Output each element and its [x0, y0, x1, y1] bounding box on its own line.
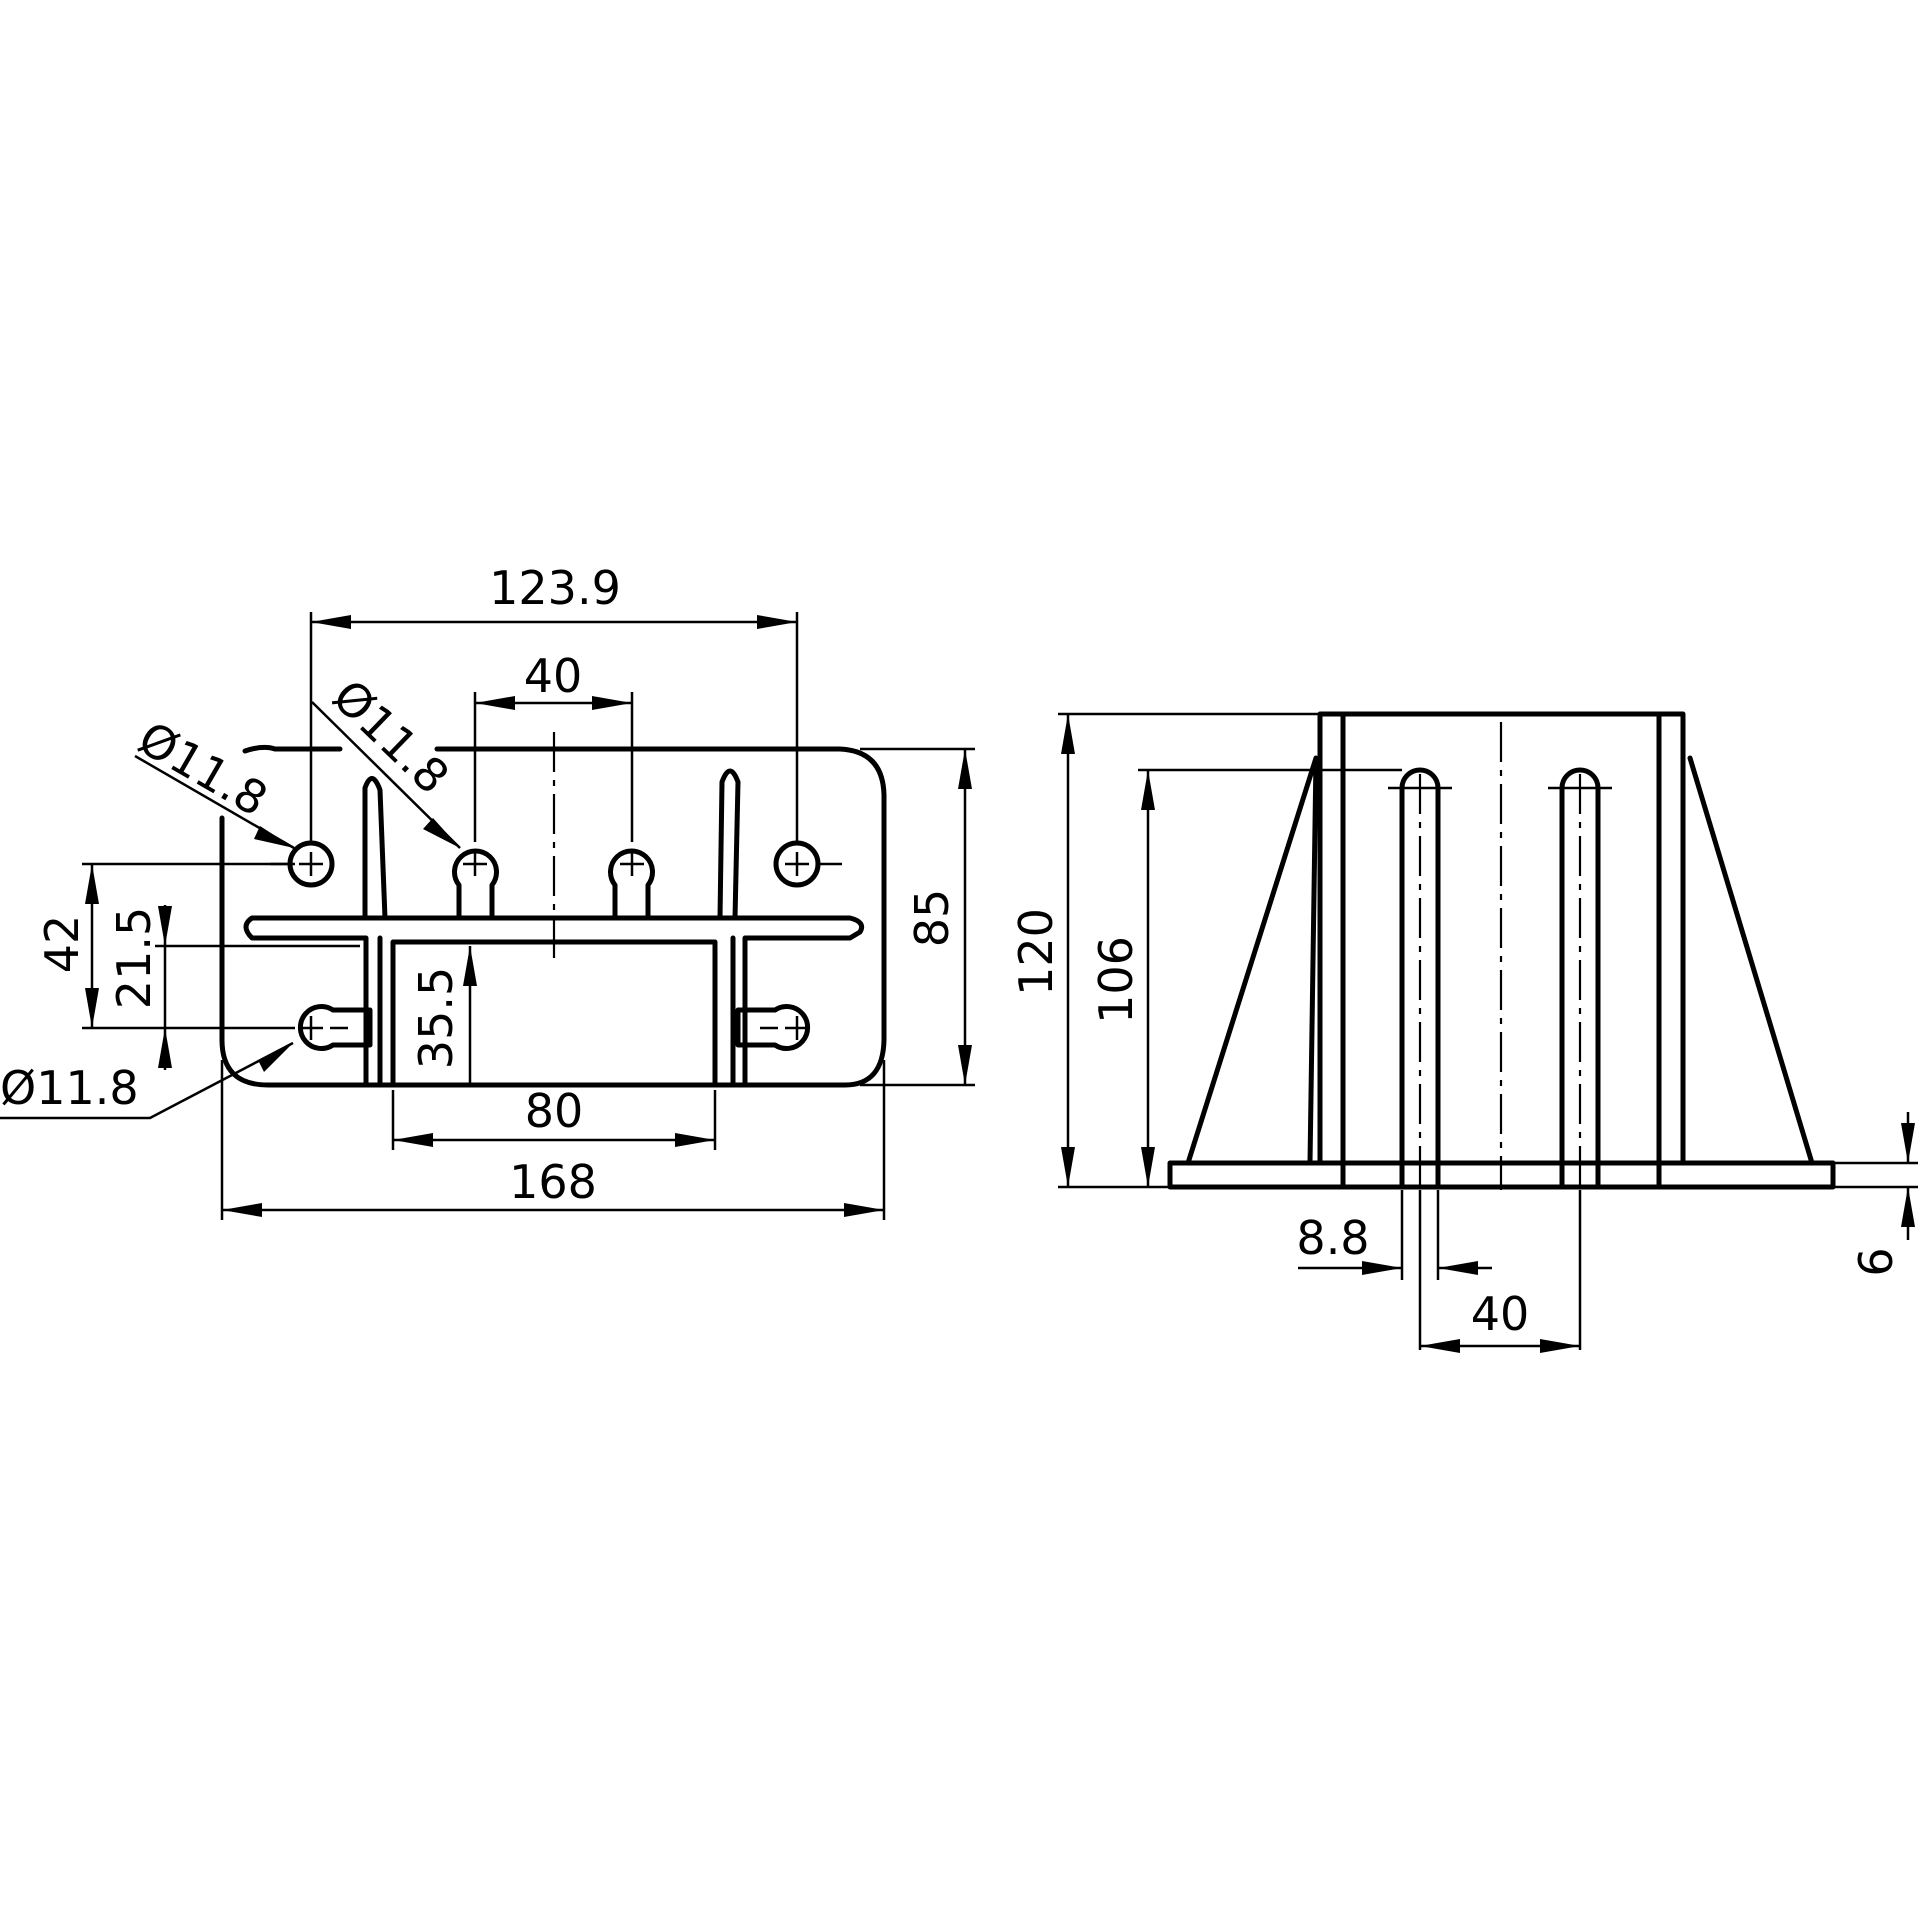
dim-42: 42 — [35, 915, 89, 974]
side-dimension-lines — [1066, 714, 1910, 1348]
side-view: 120 106 8.8 40 6 — [1009, 711, 1918, 1353]
keyhole-slot-left — [452, 848, 499, 921]
side-extension-lines — [1058, 712, 1918, 1350]
dim-40-top: 40 — [524, 649, 583, 703]
dim-40-side: 40 — [1471, 1287, 1530, 1341]
dim-6: 6 — [1849, 1247, 1903, 1276]
dim-35-5: 35.5 — [409, 967, 463, 1069]
keyhole-slot-lower-left — [297, 1004, 373, 1051]
dim-106: 106 — [1089, 936, 1143, 1024]
dim-85: 85 — [905, 889, 959, 948]
side-gusset-left — [1185, 755, 1319, 1166]
dim-80: 80 — [525, 1084, 584, 1138]
side-tube-outer — [1317, 711, 1686, 1166]
dia-upper-mid: Ø11.8 — [322, 669, 459, 804]
dim-8-8: 8.8 — [1296, 1211, 1369, 1265]
keyhole-slot-right — [608, 848, 655, 921]
gusset-left — [362, 776, 388, 921]
dim-120: 120 — [1009, 908, 1063, 996]
front-arrowheads — [85, 615, 972, 1217]
side-gusset-right — [1687, 755, 1815, 1166]
dim-123-9: 123.9 — [489, 561, 621, 615]
side-arrowheads — [1061, 714, 1915, 1353]
dia-lower-left: Ø11.8 — [0, 1061, 139, 1115]
side-slot-left — [1399, 767, 1441, 1190]
plate-outline — [219, 744, 887, 1088]
dim-21-5: 21.5 — [107, 907, 161, 1009]
center-marks — [270, 852, 842, 1040]
keyhole-slot-lower-right — [735, 1004, 811, 1051]
side-slot-right — [1559, 767, 1601, 1190]
dim-168: 168 — [509, 1155, 597, 1209]
hole-upper-right — [773, 840, 821, 888]
dia-upper-left: Ø11.8 — [130, 711, 277, 827]
front-view: 123.9 40 85 42 21.5 35.5 80 168 Ø11.8 Ø1… — [0, 561, 975, 1220]
gusset-right — [717, 768, 741, 921]
